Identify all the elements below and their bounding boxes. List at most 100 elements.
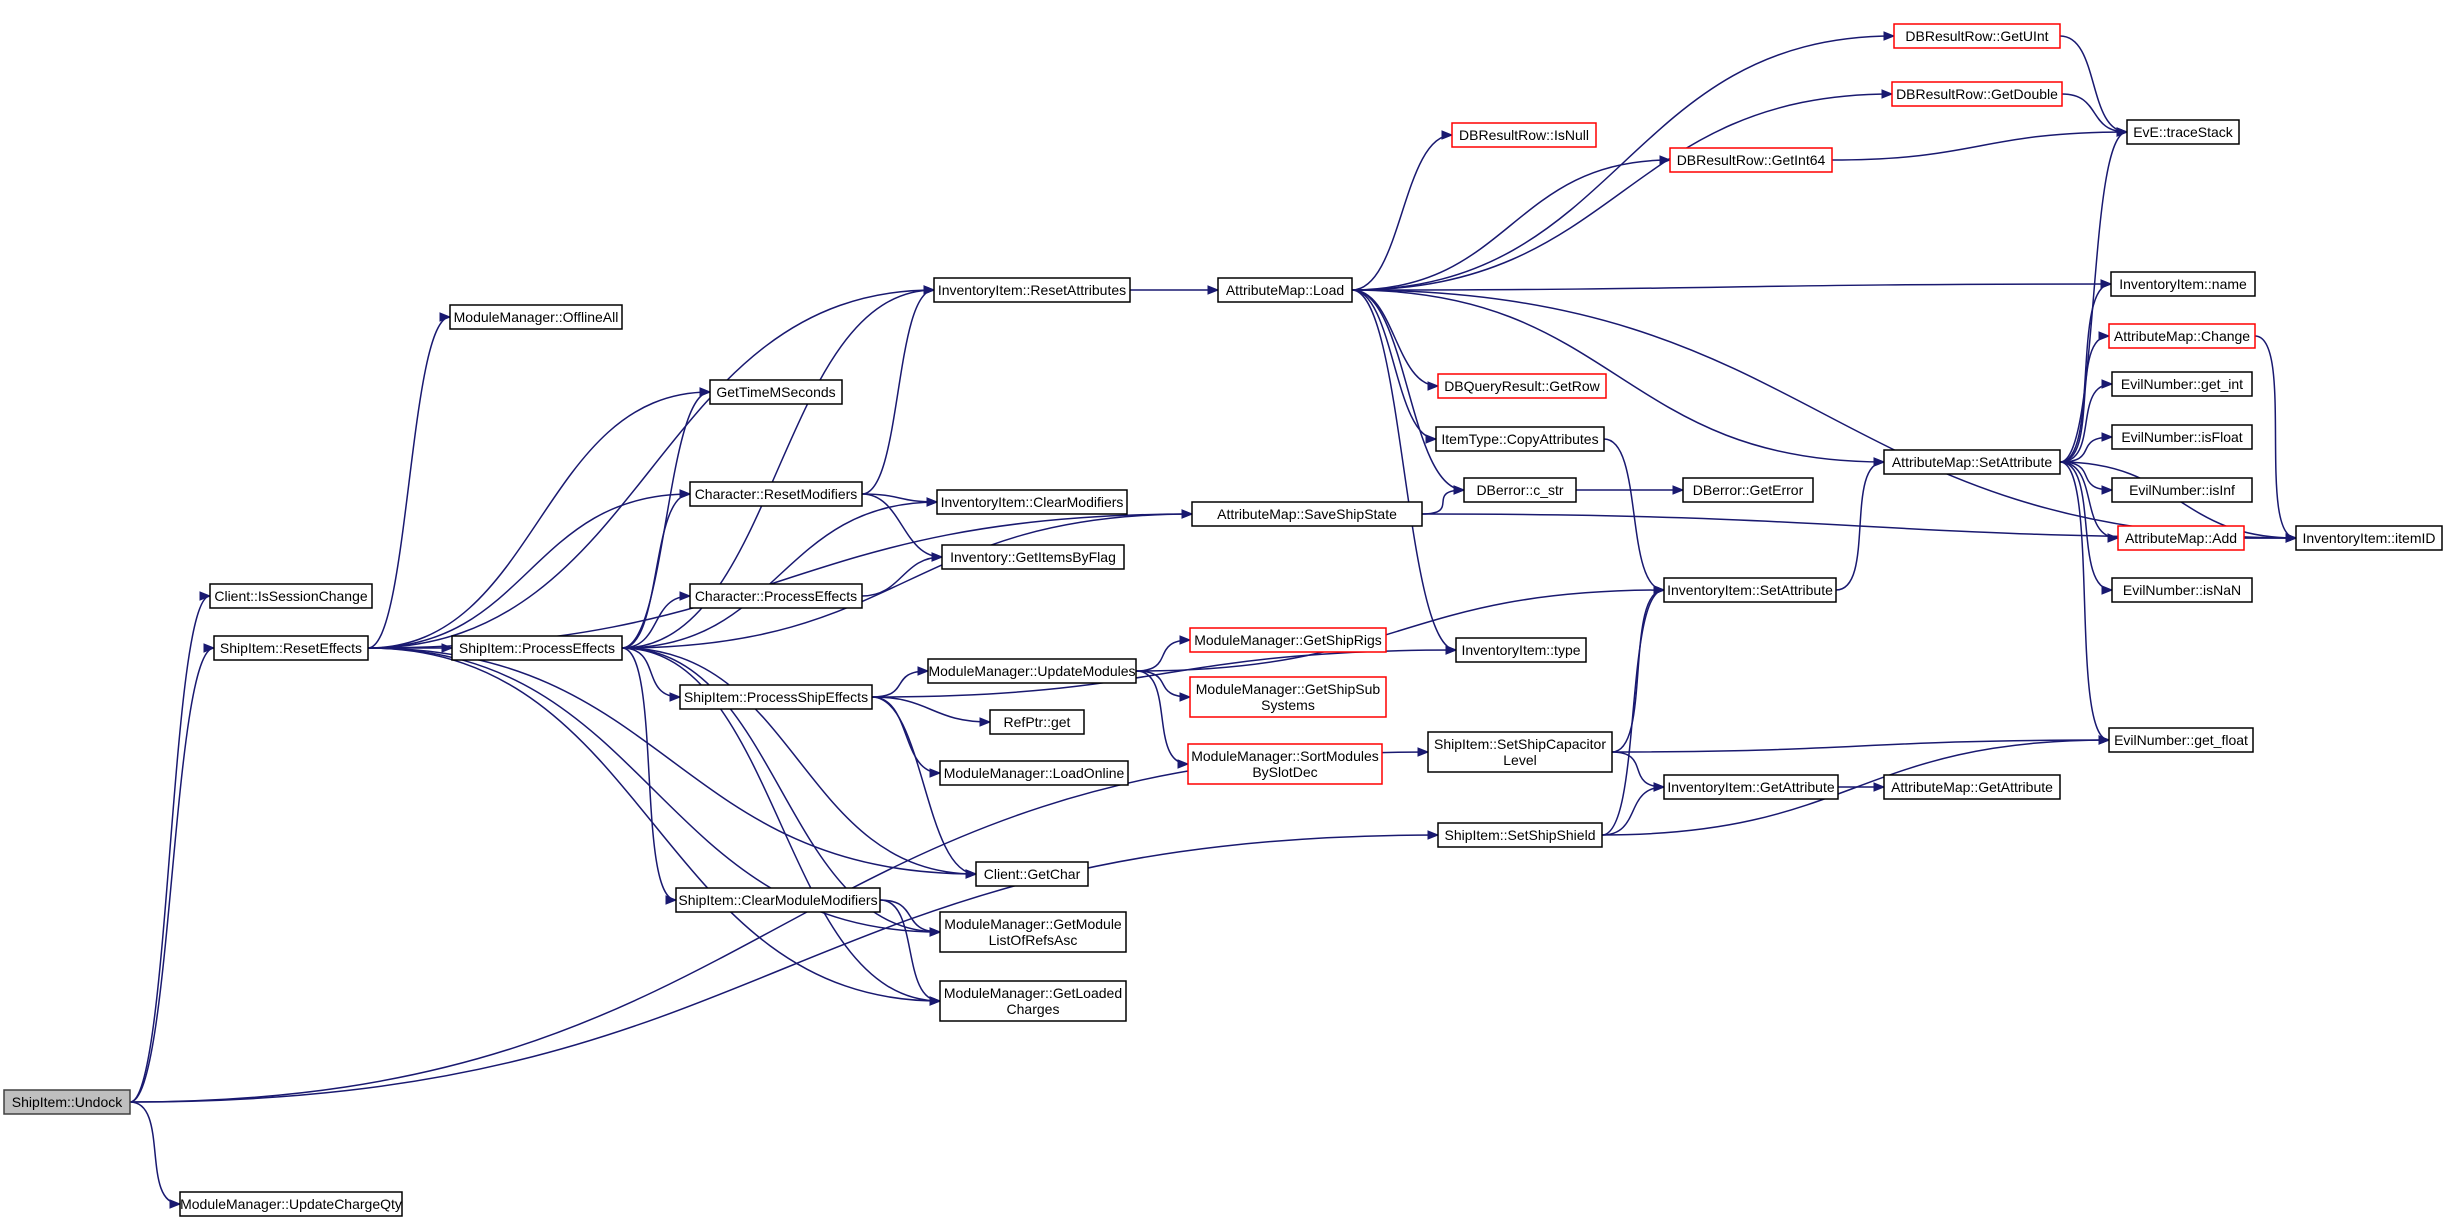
arrowhead [1441, 130, 1454, 140]
node-label: ShipItem::SetShipCapacitor [1434, 736, 1606, 752]
call-edge-processEffects-to-charProcessEffects [621, 591, 692, 649]
node-label: ModuleManager::UpdateModules [928, 663, 1135, 679]
node-attrAdd[interactable]: AttributeMap::Add [2117, 525, 2245, 551]
node-getInt[interactable]: EvilNumber::get_int [2111, 371, 2253, 397]
node-updateChargeQty[interactable]: ModuleManager::UpdateChargeQty [179, 1191, 403, 1217]
node-dbErrCstr[interactable]: DBerror::c_str [1463, 477, 1577, 503]
node-clearModuleMods[interactable]: ShipItem::ClearModuleModifiers [675, 887, 881, 913]
call-edge-attrAdd-to-itemID [2244, 533, 2298, 543]
node-box [2126, 119, 2240, 145]
node-label: ModuleManager::OfflineAll [454, 309, 619, 325]
node-attrLoad[interactable]: AttributeMap::Load [1217, 277, 1353, 303]
node-loadOnline[interactable]: ModuleManager::LoadOnline [939, 760, 1129, 786]
node-invSetAttr[interactable]: InventoryItem::SetAttribute [1663, 577, 1837, 603]
node-isNaN[interactable]: EvilNumber::isNaN [2111, 577, 2253, 603]
node-attrGetAttr[interactable]: AttributeMap::GetAttribute [1883, 774, 2061, 800]
node-dbIsNull[interactable]: DBResultRow::IsNull [1451, 122, 1597, 148]
node-getTimeMS[interactable]: GetTimeMSeconds [709, 379, 843, 405]
node-dbGetInt64[interactable]: DBResultRow::GetInt64 [1669, 147, 1833, 173]
call-edge-processEffects-to-invClearMods [621, 497, 939, 649]
node-traceStack[interactable]: EvE::traceStack [2126, 119, 2240, 145]
node-box [1883, 774, 2061, 800]
arrowhead [917, 666, 930, 676]
node-invName[interactable]: InventoryItem::name [2110, 271, 2256, 297]
node-box [1893, 23, 2061, 49]
node-label: DBQueryResult::GetRow [1444, 378, 1600, 394]
node-setShield[interactable]: ShipItem::SetShipShield [1437, 822, 1603, 848]
call-edge-resetEffects-to-saveShipState [367, 509, 1194, 649]
call-edge-resetEffects-to-getTimeMS [367, 387, 712, 649]
node-invResetAttrs[interactable]: InventoryItem::ResetAttributes [933, 277, 1131, 303]
call-edge-resetEffects-to-getChar [367, 647, 978, 879]
node-invGetAttr[interactable]: InventoryItem::GetAttribute [1663, 774, 1839, 800]
arrowhead [1873, 457, 1886, 467]
node-box [1891, 81, 2063, 107]
node-label: AttributeMap::Add [2125, 530, 2237, 546]
node-dbGetUInt[interactable]: DBResultRow::GetUInt [1893, 23, 2061, 49]
node-box [1455, 637, 1587, 663]
node-getItemsByFlag[interactable]: Inventory::GetItemsByFlag [941, 544, 1125, 570]
call-edge-attrSetAttr-to-traceStack [2059, 127, 2129, 463]
node-box [975, 861, 1089, 887]
arrowhead [1181, 509, 1194, 519]
node-attrChange[interactable]: AttributeMap::Change [2108, 323, 2256, 349]
node-isSessionChange[interactable]: Client::IsSessionChange [209, 583, 373, 609]
arrowhead [979, 717, 992, 727]
node-resetEffects[interactable]: ShipItem::ResetEffects [213, 635, 369, 661]
arrowhead [929, 996, 942, 1006]
call-edge-dbErrCstr-to-dbErrGetError [1576, 485, 1685, 495]
node-undock[interactable]: ShipItem::Undock [3, 1089, 131, 1115]
node-invType[interactable]: InventoryItem::type [1455, 637, 1587, 663]
node-isFloat[interactable]: EvilNumber::isFloat [2111, 424, 2253, 450]
node-processShipEffects[interactable]: ShipItem::ProcessShipEffects [679, 684, 873, 710]
arrowhead [669, 692, 682, 702]
node-itemID[interactable]: InventoryItem::itemID [2295, 525, 2443, 551]
node-box [3, 1089, 131, 1115]
node-label: Systems [1261, 697, 1315, 713]
call-edge-processEffects-to-charResetMods [621, 489, 692, 649]
call-edge-attrSetAttr-to-invName [2059, 279, 2113, 463]
node-processEffects[interactable]: ShipItem::ProcessEffects [451, 635, 623, 661]
call-edge-dbGetInt64-to-traceStack [1831, 127, 2129, 161]
node-dbGetRow[interactable]: DBQueryResult::GetRow [1437, 373, 1607, 399]
node-refPtrGet[interactable]: RefPtr::get [989, 709, 1085, 735]
arrowhead [2100, 279, 2113, 289]
arrowhead [1427, 830, 1440, 840]
node-label: DBResultRow::IsNull [1459, 127, 1589, 143]
arrowhead [169, 1199, 182, 1209]
node-copyAttrs[interactable]: ItemType::CopyAttributes [1435, 426, 1605, 452]
call-edge-dbGetUInt-to-traceStack [2059, 35, 2129, 137]
call-edge-processEffects-to-saveShipState [621, 509, 1194, 649]
node-invClearMods[interactable]: InventoryItem::ClearModifiers [936, 489, 1128, 515]
node-getChar[interactable]: Client::GetChar [975, 861, 1089, 887]
node-box [1682, 477, 1814, 503]
call-edge-clearModuleMods-to-getLoadedCharges [879, 899, 942, 1006]
node-saveShipState[interactable]: AttributeMap::SaveShipState [1191, 501, 1423, 527]
node-dbGetDouble[interactable]: DBResultRow::GetDouble [1891, 81, 2063, 107]
node-offlineAll[interactable]: ModuleManager::OfflineAll [449, 304, 623, 330]
arrowhead [1659, 155, 1672, 165]
node-label: DBResultRow::GetInt64 [1677, 152, 1826, 168]
node-attrSetAttr[interactable]: AttributeMap::SetAttribute [1883, 449, 2061, 475]
node-label: InventoryItem::type [1461, 642, 1580, 658]
node-updateModules[interactable]: ModuleManager::UpdateModules [927, 658, 1137, 684]
node-box [941, 544, 1125, 570]
arrowhead [199, 591, 212, 601]
arrowhead [2101, 432, 2114, 442]
node-charResetMods[interactable]: Character::ResetModifiers [689, 481, 863, 507]
call-edge-attrSetAttr-to-getFloat [2059, 461, 2111, 745]
node-getFloat[interactable]: EvilNumber::get_float [2108, 727, 2254, 753]
arrowhead [439, 312, 452, 322]
node-charProcessEffects[interactable]: Character::ProcessEffects [689, 583, 863, 609]
call-edge-setShield-to-invSetAttr [1601, 585, 1666, 836]
node-isInf[interactable]: EvilNumber::isInf [2111, 477, 2253, 503]
node-box [2295, 525, 2443, 551]
node-getShipRigs[interactable]: ModuleManager::GetShipRigs [1189, 627, 1387, 653]
arrowhead [2098, 331, 2111, 341]
node-dbErrGetError[interactable]: DBerror::GetError [1682, 477, 1814, 503]
